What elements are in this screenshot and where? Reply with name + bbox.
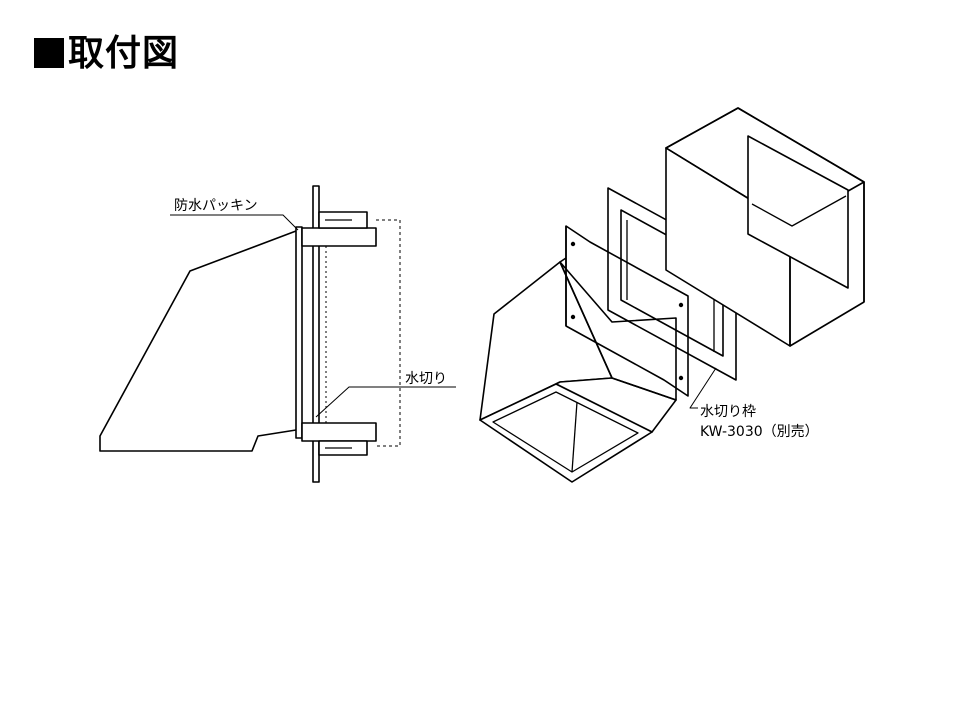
top-flange (301, 227, 377, 247)
side-section-view (99, 185, 456, 483)
wall-board (312, 185, 320, 483)
hood-outline (99, 230, 297, 452)
screw-hole-4 (678, 375, 684, 381)
drip-frame-model-label: KW-3030（別売） (700, 424, 819, 440)
drip-frame-leader-line (689, 367, 717, 409)
hood-opening-inner (492, 391, 639, 473)
mounting-plate-edge (559, 226, 567, 326)
hood-inner-edge (571, 401, 578, 473)
drip-frame-label: 水切り枠 (700, 404, 756, 420)
screw-hole-2 (570, 314, 576, 320)
title-square-icon (34, 38, 64, 68)
hood-opening-outer (479, 383, 653, 483)
hood-face-plate (295, 226, 303, 439)
bottom-flange (301, 422, 377, 442)
page-title-text: 取付図 (68, 33, 180, 74)
wall-box-opening (747, 135, 849, 289)
drip-label: 水切り (405, 371, 447, 387)
packing-leader-line (170, 214, 299, 231)
screw-hole-3 (678, 302, 684, 308)
exploded-view (479, 107, 865, 483)
drip-leader-line (315, 386, 456, 418)
wall-box-opening-inner (751, 195, 847, 227)
hood-body (479, 261, 677, 483)
mounting-plate (559, 225, 689, 397)
duct-dashed-outline (376, 219, 401, 447)
hood-neck (559, 261, 677, 401)
packing-label: 防水パッキン (174, 198, 258, 214)
screw-hole-1 (570, 241, 576, 247)
page-title: 取付図 (34, 28, 179, 80)
wall-box (665, 107, 865, 347)
